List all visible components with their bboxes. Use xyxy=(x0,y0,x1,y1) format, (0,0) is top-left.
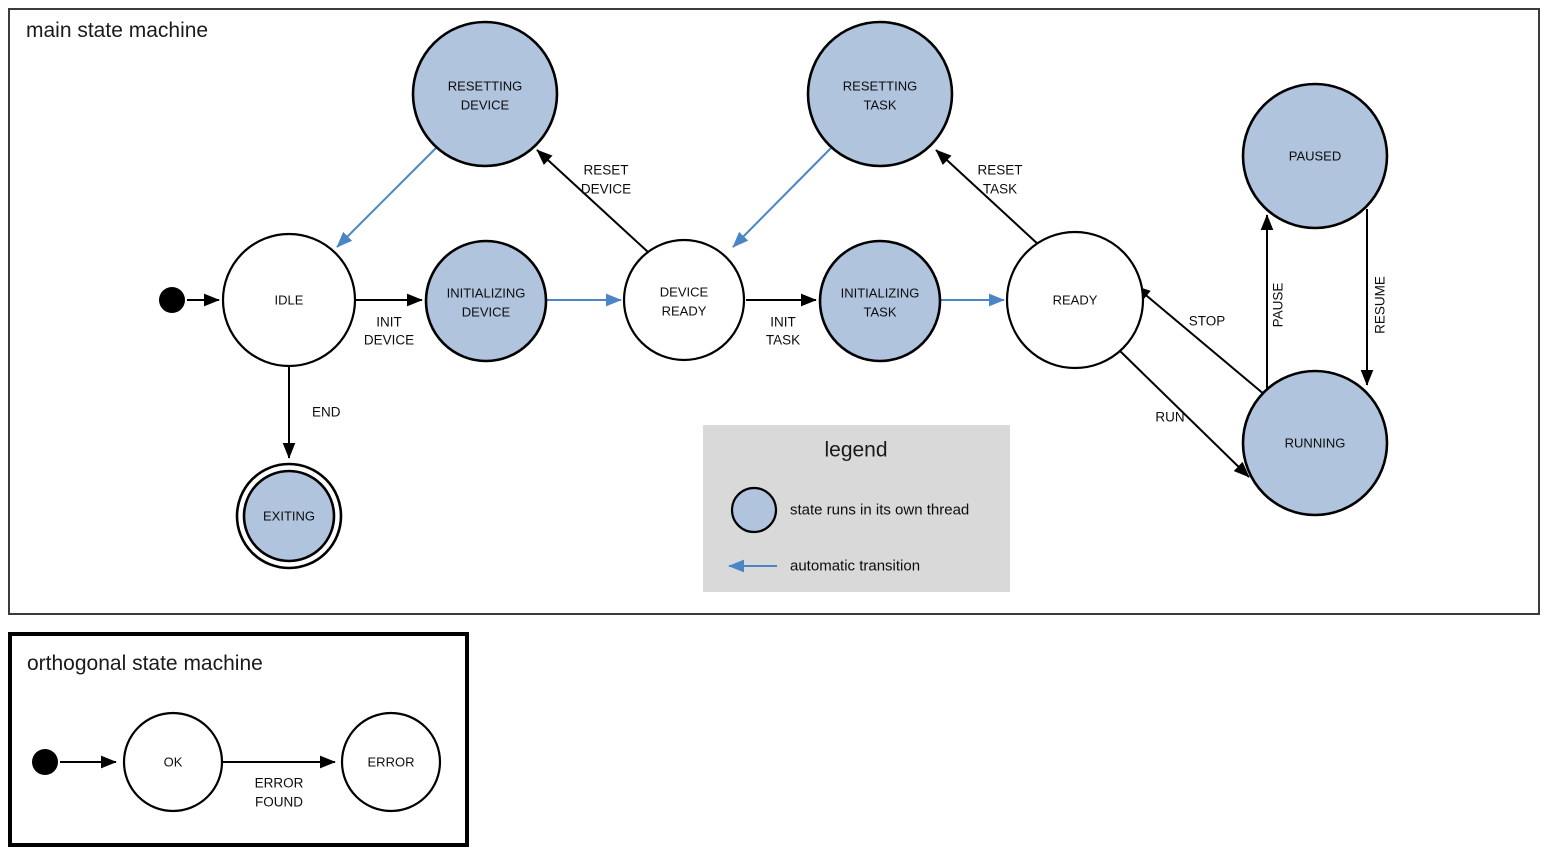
state-label-resetting-task-line2: TASK xyxy=(864,98,897,113)
state-node-ok[interactable]: OK xyxy=(122,711,224,813)
legend-item-label-thread: state runs in its own thread xyxy=(790,502,969,519)
state-label-resetting-device-line2: DEVICE xyxy=(461,98,510,113)
transition-running-to-paused: PAUSE xyxy=(1260,214,1286,398)
main-frame-title: main state machine xyxy=(26,19,208,42)
transition-device-ready-to-resetting-device: RESET DEVICE xyxy=(536,149,649,253)
transition-running-to-ready: STOP xyxy=(1134,285,1266,396)
start-marker-main xyxy=(159,287,185,313)
state-label-initializing-device-line2: DEVICE xyxy=(462,305,511,320)
transition-idle-to-exiting: END xyxy=(282,366,341,459)
state-label-idle: IDLE xyxy=(275,293,304,308)
orthogonal-frame-title: orthogonal state machine xyxy=(27,652,263,675)
transition-label-pause: PAUSE xyxy=(1271,283,1286,328)
state-label-resetting-device-line1: RESETTING xyxy=(448,79,522,94)
state-label-paused: PAUSED xyxy=(1289,149,1342,164)
transition-label-init-task-line1: INIT xyxy=(770,315,796,330)
legend-item-label-auto: automatic transition xyxy=(790,558,920,575)
state-node-idle[interactable]: IDLE xyxy=(221,232,357,368)
transition-idle-to-initializing-device: INIT DEVICE xyxy=(355,293,423,348)
transition-label-init-task-line2: TASK xyxy=(766,333,800,348)
state-label-running: RUNNING xyxy=(1285,436,1346,451)
transition-paused-to-running: RESUME xyxy=(1360,209,1388,386)
state-node-paused[interactable]: PAUSED xyxy=(1241,82,1389,230)
state-node-exiting[interactable]: EXITING xyxy=(235,462,343,570)
main-state-machine-frame: main state machine xyxy=(8,8,1540,615)
state-node-running[interactable]: RUNNING xyxy=(1241,369,1389,517)
transition-label-init-device-line1: INIT xyxy=(376,315,402,330)
state-node-resetting-device[interactable]: RESETTING DEVICE xyxy=(411,20,559,168)
transition-device-ready-to-initializing-task: INIT TASK xyxy=(746,293,817,348)
orthogonal-state-machine-frame: orthogonal state machine ERROR FOUND OK … xyxy=(8,632,469,847)
transition-label-error-found-line2: FOUND xyxy=(255,795,303,810)
transition-label-stop: STOP xyxy=(1189,314,1226,329)
state-label-initializing-device-line1: INITIALIZING xyxy=(447,286,526,301)
transition-ready-to-running: RUN xyxy=(1119,350,1250,478)
transition-resetting-device-to-idle xyxy=(336,147,437,248)
transition-label-end: END xyxy=(312,405,341,420)
transition-ready-to-resetting-task: RESET TASK xyxy=(935,149,1041,247)
transition-label-reset-device-line1: RESET xyxy=(583,163,628,178)
transition-label-resume: RESUME xyxy=(1373,276,1388,334)
state-node-resetting-task[interactable]: RESETTING TASK xyxy=(806,20,954,168)
state-node-ready[interactable]: READY xyxy=(1005,230,1145,370)
legend-title: legend xyxy=(824,439,887,462)
transition-label-reset-task-line2: TASK xyxy=(983,182,1017,197)
transition-label-init-device-line2: DEVICE xyxy=(364,333,414,348)
state-label-ok: OK xyxy=(164,755,183,770)
legend-panel: legend state runs in its own thread auto… xyxy=(703,425,1010,592)
state-label-device-ready-line1: DEVICE xyxy=(660,285,709,300)
transition-ok-to-error: ERROR FOUND xyxy=(222,755,336,810)
state-label-error: ERROR xyxy=(368,755,415,770)
state-label-initializing-task-line2: TASK xyxy=(864,305,897,320)
transition-label-error-found-line1: ERROR xyxy=(255,776,304,791)
state-label-ready: READY xyxy=(1053,293,1098,308)
state-node-device-ready[interactable]: DEVICE READY xyxy=(622,238,746,362)
transition-resetting-task-to-device-ready xyxy=(732,147,832,248)
transition-label-reset-task-line1: RESET xyxy=(977,163,1022,178)
state-node-error[interactable]: ERROR xyxy=(340,711,442,813)
transition-label-reset-device-line2: DEVICE xyxy=(581,182,631,197)
state-label-initializing-task-line1: INITIALIZING xyxy=(841,286,920,301)
state-label-device-ready-line2: READY xyxy=(662,304,707,319)
state-node-initializing-task[interactable]: INITIALIZING TASK xyxy=(818,239,942,363)
start-marker-orthogonal xyxy=(32,749,58,775)
state-label-resetting-task-line1: RESETTING xyxy=(843,79,917,94)
legend-thread-state-swatch-icon xyxy=(730,486,778,534)
transition-label-run: RUN xyxy=(1155,410,1184,425)
state-label-exiting: EXITING xyxy=(263,509,315,524)
state-node-initializing-device[interactable]: INITIALIZING DEVICE xyxy=(424,239,548,363)
